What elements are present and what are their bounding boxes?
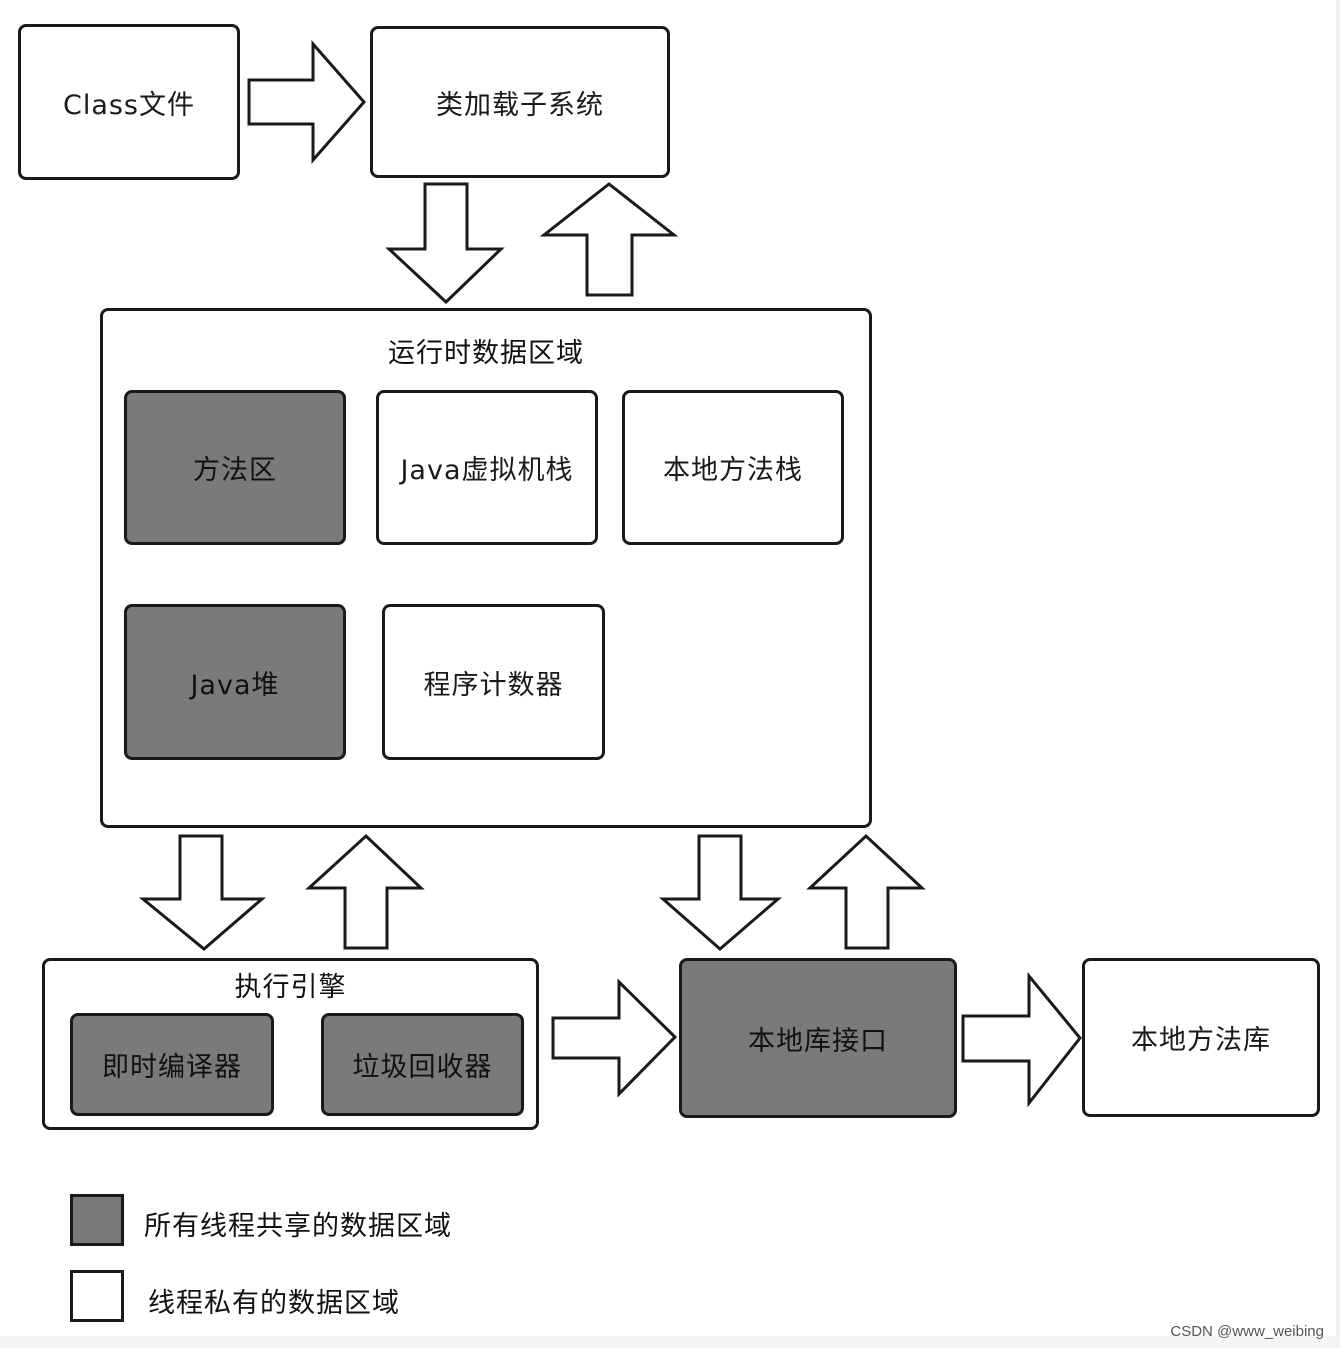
arrow-down-loader-to-runtime: [385, 182, 505, 305]
native-method-stack-box: 本地方法栈: [622, 390, 844, 545]
java-heap-box: Java堆: [124, 604, 346, 760]
garbage-collector-label: 垃圾回收器: [352, 1052, 493, 1083]
side-strip: [1336, 0, 1340, 1348]
java-heap-label: Java堆: [190, 669, 280, 701]
native-interface-label: 本地库接口: [748, 1025, 888, 1057]
arrow-up-interface-to-runtime: [806, 833, 926, 950]
jit-compiler-label: 即时编译器: [102, 1052, 242, 1083]
arrow-right-classfile-to-loader: [247, 40, 366, 164]
arrow-right-interface-to-library: [961, 971, 1082, 1108]
jit-compiler-box: 即时编译器: [70, 1013, 274, 1116]
class-loader-box: 类加载子系统: [370, 26, 670, 178]
watermark: CSDN @www_weibing: [1170, 1323, 1324, 1340]
java-vm-stack-label: Java虚拟机栈: [400, 455, 574, 486]
legend-swatch-shared: [70, 1194, 124, 1246]
arrow-down-runtime-to-interface: [659, 834, 783, 951]
native-library-box: 本地方法库: [1082, 958, 1320, 1117]
native-method-stack-label: 本地方法栈: [663, 455, 803, 486]
java-vm-stack-box: Java虚拟机栈: [376, 390, 598, 545]
arrow-up-runtime-to-loader: [539, 182, 679, 297]
garbage-collector-box: 垃圾回收器: [321, 1013, 524, 1116]
legend-text-shared: 所有线程共享的数据区域: [144, 1211, 452, 1242]
method-area-box: 方法区: [124, 390, 346, 545]
class-loader-label: 类加载子系统: [436, 89, 604, 121]
legend-text-private: 线程私有的数据区域: [148, 1288, 400, 1319]
bottom-strip: [0, 1336, 1340, 1348]
native-interface-box: 本地库接口: [679, 958, 957, 1118]
native-library-label: 本地方法库: [1131, 1025, 1271, 1056]
arrow-up-engine-to-runtime: [305, 833, 425, 950]
class-file-box: Class文件: [18, 24, 240, 180]
program-counter-label: 程序计数器: [423, 669, 564, 701]
execution-engine-title: 执行引擎: [234, 972, 347, 1003]
arrow-right-engine-to-interface: [551, 978, 678, 1098]
runtime-data-area-title: 运行时数据区域: [388, 338, 584, 369]
arrow-down-runtime-to-engine: [138, 834, 267, 951]
class-file-label: Class文件: [62, 89, 196, 121]
legend-swatch-private: [70, 1270, 124, 1322]
program-counter-box: 程序计数器: [382, 604, 605, 760]
method-area-label: 方法区: [193, 455, 277, 486]
